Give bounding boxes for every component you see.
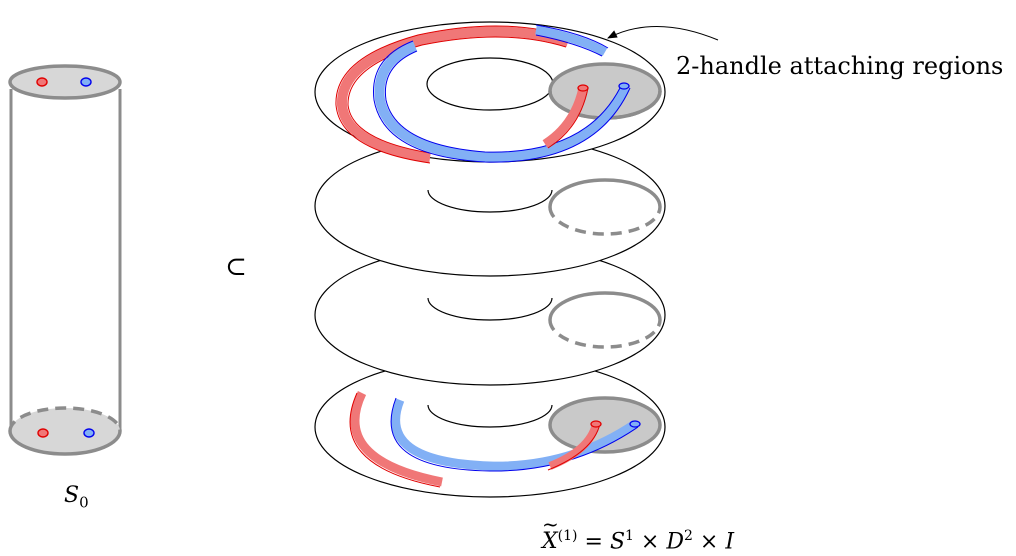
attaching-region-back <box>548 178 662 208</box>
blue-arc-upper-edge-2 <box>535 34 603 57</box>
blue-arc-edge-outer <box>372 40 631 163</box>
disk-layer-3 <box>314 244 666 386</box>
disk-hole <box>427 189 553 213</box>
red-arc-edge-outer <box>335 25 571 164</box>
blue-arc-edge <box>390 397 639 472</box>
red-arc-edge-inner <box>347 36 567 154</box>
formula-eq: = <box>577 529 610 555</box>
bottom-red-point <box>37 428 49 438</box>
formula-d: D <box>666 529 684 555</box>
attaching-region-front-dashed <box>548 206 662 236</box>
red-end <box>577 84 589 92</box>
cylinder-top-disk <box>8 64 122 100</box>
blue-end <box>618 82 630 90</box>
red-arc-edge <box>349 392 441 488</box>
bottom-blue-point <box>83 428 95 438</box>
formula-i: I <box>725 529 735 555</box>
formula-times-1: × <box>633 529 667 555</box>
formula-label: X(1) = S1 × D2 × I <box>542 512 735 555</box>
disk-hole <box>427 404 553 428</box>
disk-layer-1 <box>314 21 666 164</box>
blue-arc-upper-edge <box>535 24 609 49</box>
red-arc-inner-edge <box>547 423 601 471</box>
cylinder-bottom-back-dashed <box>8 406 122 432</box>
red-arc <box>337 26 570 163</box>
s0-subscript: 0 <box>79 493 89 512</box>
cylinder-bottom-front <box>8 430 122 456</box>
annotation-arrow <box>607 26 719 41</box>
red-arc-inner <box>548 422 600 470</box>
subset-symbol: ⊂ <box>225 252 247 282</box>
top-blue-point <box>80 77 92 87</box>
attaching-region-front-dashed <box>548 90 662 120</box>
disk-hole <box>427 297 553 321</box>
formula-s-sup: 1 <box>625 528 634 544</box>
red-arc-inner <box>542 86 588 148</box>
annotation-label: 2-handle attaching regions <box>676 52 1004 80</box>
blue-arc-upper <box>535 25 608 56</box>
blue-arc <box>374 41 630 163</box>
formula-x-sup: (1) <box>557 528 578 544</box>
attaching-region-back <box>548 291 662 321</box>
formula-s: S <box>609 529 626 555</box>
formula-times-2: × <box>692 529 726 555</box>
cylinder-s0 <box>8 64 122 456</box>
red-arc-inner-edge <box>547 87 589 149</box>
attaching-region <box>548 396 662 454</box>
disk-hole <box>426 57 554 111</box>
attaching-region-front-dashed <box>548 319 662 349</box>
blue-arc-edge-inner <box>384 50 621 153</box>
top-red-point <box>36 77 48 87</box>
blue-arc <box>391 398 638 471</box>
red-end <box>590 420 602 428</box>
cylinder-bottom-disk <box>10 408 120 454</box>
s0-label: S0 <box>64 483 89 511</box>
s0-base: S <box>64 483 80 508</box>
red-arc <box>350 391 443 487</box>
formula-x: X <box>542 512 558 554</box>
formula-d-sup: 2 <box>684 528 693 544</box>
disk-layer-4 <box>314 356 666 498</box>
blue-end <box>629 420 641 428</box>
